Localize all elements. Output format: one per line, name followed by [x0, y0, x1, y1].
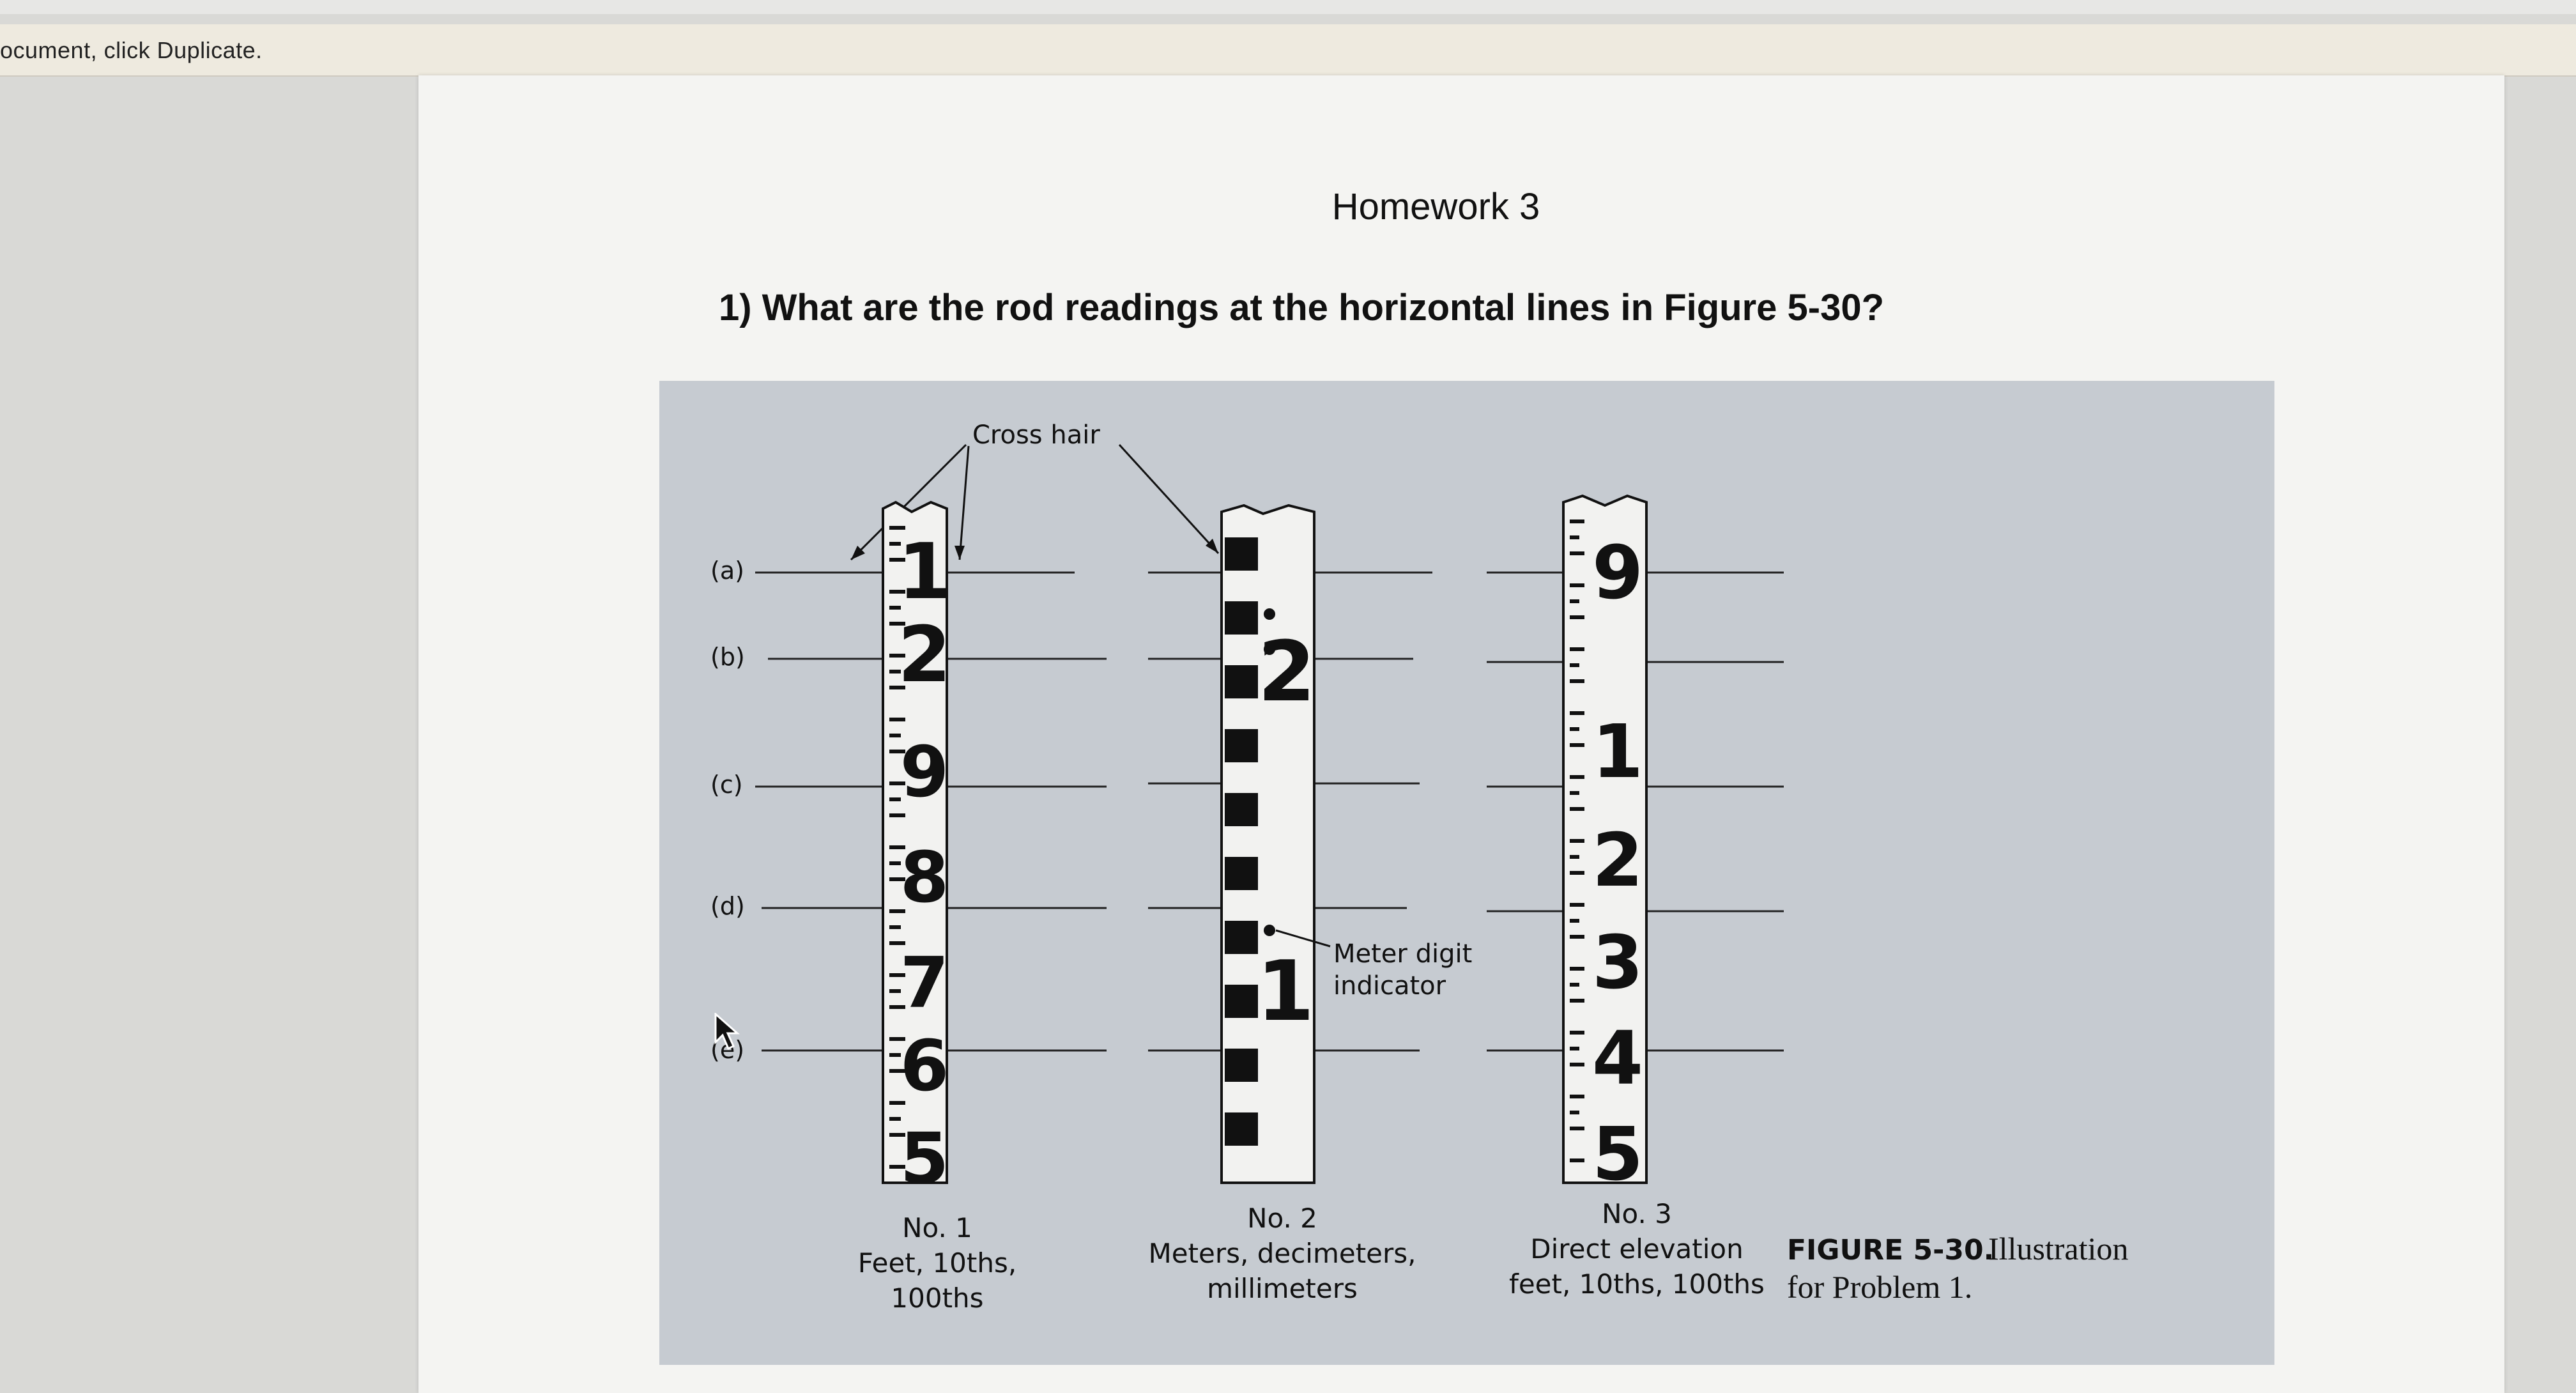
line-label-c: (c)	[710, 771, 743, 799]
rod-2: 2 1 Meter digit indicator	[1220, 504, 1472, 1184]
document-title: Homework 3	[1331, 186, 1540, 227]
rod-2-blocks	[1225, 537, 1275, 1146]
rod-1-ticks	[889, 526, 905, 1169]
rod-2-number-2: 2	[1258, 623, 1315, 720]
rod-1-number-4: 8	[900, 836, 949, 918]
mouse-pointer-icon	[714, 1012, 740, 1051]
rod-2-caption-3: millimeters	[1207, 1273, 1358, 1304]
rod-2-caption-2: Meters, decimeters,	[1148, 1238, 1416, 1269]
crosshair-arrows	[850, 443, 1220, 561]
rod-1-number-2: 2	[898, 611, 951, 700]
notice-text: ocument, click Duplicate.	[0, 37, 263, 63]
crosshair-label: Cross hair	[972, 420, 1100, 450]
rod-3-number-9: 9	[1592, 530, 1643, 616]
rod-3-number-4: 4	[1592, 1016, 1643, 1102]
line-label-d: (d)	[710, 892, 745, 920]
rod-2-number-1: 1	[1257, 943, 1314, 1040]
meter-indicator-label-1: Meter digit	[1333, 939, 1472, 969]
figure-svg: Cross hair (a) (b) (c) (d) (e)	[710, 420, 2128, 1314]
rod-1-caption-3: 100ths	[891, 1282, 983, 1314]
rod-3-caption-1: No. 3	[1602, 1198, 1672, 1229]
figure-caption-line-1: Illustration	[1988, 1231, 2128, 1266]
rod-3-number-1: 1	[1592, 709, 1643, 795]
document-page: Homework 3 1) What are the rod readings …	[418, 75, 2504, 1393]
rod-2-caption-1: No. 2	[1247, 1203, 1317, 1234]
rod-3-number-3: 3	[1592, 920, 1643, 1006]
meter-indicator-label-2: indicator	[1333, 971, 1446, 1001]
arrow-heads	[851, 539, 1218, 560]
rod-3-caption-2: Direct elevation	[1530, 1233, 1744, 1265]
rod-1-caption-2: Feet, 10ths,	[858, 1247, 1016, 1279]
rod-1-number-6: 6	[900, 1025, 949, 1107]
browser-top-strip	[0, 0, 2576, 14]
duplicate-notice-bar: ocument, click Duplicate.	[0, 24, 2576, 77]
rod-1-caption-1: No. 1	[902, 1212, 972, 1243]
rod-1-number-1: 1	[898, 528, 951, 617]
line-label-b: (b)	[710, 643, 745, 671]
document-title-row: Homework 3	[418, 185, 2504, 228]
figure-5-30: Cross hair (a) (b) (c) (d) (e)	[659, 381, 2274, 1365]
rod-1-number-5: 7	[900, 942, 949, 1024]
rod-3: 9 1 2 3 4 5	[1562, 494, 1648, 1197]
rod-3-number-5: 5	[1592, 1112, 1643, 1197]
rod-3-caption-3: feet, 10ths, 100ths	[1509, 1268, 1765, 1300]
line-label-a: (a)	[710, 557, 744, 585]
rod-3-number-2: 2	[1592, 818, 1643, 904]
rod-3-ticks	[1570, 519, 1584, 1162]
figure-caption-line-2: for Problem 1.	[1787, 1269, 1972, 1305]
rod-1-number-7: 5	[900, 1118, 949, 1199]
rod-1: 1 2 9 8 7 6 5	[882, 500, 951, 1199]
figure-caption-label: FIGURE 5-30.	[1787, 1234, 1994, 1266]
rod-1-number-3: 9	[900, 731, 949, 813]
question-text: 1) What are the rod readings at the hori…	[719, 287, 1885, 328]
